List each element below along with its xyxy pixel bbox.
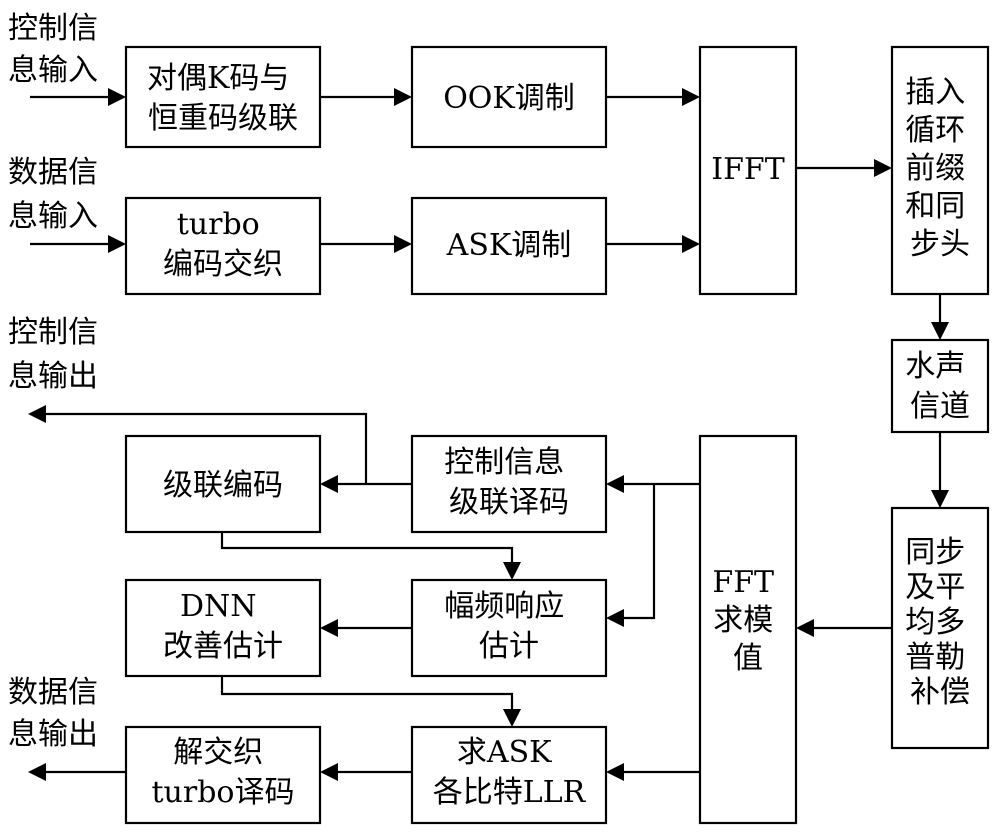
- arrowhead: [394, 88, 412, 106]
- turbo-interleave-line-1: turbo: [177, 207, 260, 242]
- freq-resp-est-block: [410, 578, 608, 678]
- ctrl-input-label: 控制信 息输入: [8, 11, 108, 88]
- turbo-interleave-text: turbo 编码交织: [163, 207, 283, 282]
- arrowhead: [28, 763, 46, 781]
- deint-turbo-decode-block: [124, 725, 322, 825]
- ask-llr-line-2: 各比特LLR: [433, 775, 587, 810]
- sync-doppler-line-3: 均多: [905, 605, 965, 640]
- dual-k-concat-line-2: 恒重码级联: [148, 101, 298, 136]
- dual-k-concat-text: 对偶K码与 恒重码级联: [147, 61, 299, 136]
- fft-modulus-line-3: 值: [733, 641, 763, 676]
- dnn-improve-line-1: DNN: [180, 589, 257, 624]
- arrowhead: [503, 562, 521, 580]
- sync-doppler-line-5: 补偿: [910, 675, 970, 710]
- arrowhead: [320, 475, 338, 493]
- ask-mod-block: [410, 196, 608, 296]
- arrowhead: [28, 405, 46, 423]
- sync-doppler-line-1: 同步: [905, 535, 965, 570]
- ook-mod-text: OOK调制: [443, 81, 575, 116]
- ctrl-output-line-2: 息输出: [8, 359, 98, 394]
- dnn-improve-line-2: 改善估计: [163, 629, 283, 664]
- underwater-channel-line-1: 水声: [905, 349, 965, 384]
- freq-resp-est-text: 幅频响应 估计: [444, 589, 574, 664]
- fft-modulus-line-1: FFT: [712, 565, 774, 600]
- data-input-line-2: 息输入: [8, 199, 98, 234]
- arrowhead: [606, 609, 624, 627]
- sync-doppler-line-4: 普勒: [905, 640, 965, 675]
- underwater-channel-text: 水声 信道: [905, 349, 975, 424]
- arrowhead: [320, 619, 338, 637]
- ifft-text: IFFT: [711, 152, 785, 187]
- data-input-line-1: 数据信: [8, 155, 98, 190]
- ifft-block: [698, 45, 798, 296]
- insert-cp-sync-line-3: 前缀: [905, 151, 965, 186]
- ctrl-output-line-1: 控制信: [8, 315, 98, 350]
- concat-encode-text: 级联编码: [163, 468, 283, 503]
- ook-mod-line-1: OOK调制: [443, 81, 575, 116]
- wire-dnn-to-ask-llr: [220, 676, 514, 711]
- insert-cp-sync-line-5: 步头: [910, 227, 970, 262]
- sync-doppler-line-2: 及平: [905, 570, 965, 605]
- dual-k-concat-block: [124, 45, 322, 149]
- wire-ctrl-output: [46, 412, 368, 484]
- sync-doppler-text: 同步 及平 均多 普勒 补偿: [905, 535, 975, 710]
- arrowhead: [682, 88, 700, 106]
- ctrl-decode-line-1: 控制信息: [444, 445, 564, 480]
- ctrl-input-line-2: 息输入: [8, 53, 98, 88]
- arrowhead: [796, 619, 814, 637]
- arrowhead: [606, 763, 624, 781]
- ifft-line-1: IFFT: [711, 152, 785, 187]
- ctrl-decode-line-2: 级联译码: [449, 485, 569, 520]
- turbo-interleave-block: [124, 196, 322, 296]
- deint-turbo-decode-line-1: 解交织: [173, 735, 263, 770]
- fft-modulus-text: FFT 求模 值: [712, 565, 783, 676]
- deint-turbo-decode-text: 解交织 turbo译码: [152, 735, 295, 810]
- freq-resp-est-line-1: 幅频响应: [444, 589, 564, 624]
- arrowhead: [320, 763, 338, 781]
- concat-encode-line-1: 级联编码: [163, 468, 283, 503]
- ctrl-decode-text: 控制信息 级联译码: [444, 445, 574, 520]
- arrowhead: [503, 709, 521, 727]
- underwater-channel-line-2: 信道: [910, 389, 970, 424]
- turbo-interleave-line-2: 编码交织: [163, 247, 283, 282]
- freq-resp-est-line-2: 估计: [479, 629, 539, 664]
- arrowhead: [874, 159, 892, 177]
- arrowhead: [606, 475, 624, 493]
- insert-cp-sync-line-4: 和同: [905, 189, 965, 224]
- wire-concat-encode-to-freq-resp: [220, 532, 514, 564]
- data-output-line-1: 数据信: [8, 675, 98, 710]
- ask-mod-text: ASK调制: [446, 228, 572, 263]
- arrowhead: [108, 88, 126, 106]
- arrowhead: [931, 490, 949, 508]
- arrowhead: [682, 235, 700, 253]
- insert-cp-sync-line-2: 循环: [905, 113, 965, 148]
- data-output-line-2: 息输出: [8, 717, 98, 752]
- insert-cp-sync-block: [890, 45, 990, 296]
- insert-cp-sync-text: 插入 循环 前缀 和同 步头: [905, 75, 975, 262]
- wire-fft-to-freq-resp: [622, 484, 656, 620]
- arrowhead: [394, 235, 412, 253]
- dnn-improve-text: DNN 改善估计: [163, 589, 283, 664]
- ask-llr-block: [410, 725, 608, 825]
- deint-turbo-decode-line-2: turbo译码: [152, 775, 295, 810]
- ctrl-output-label: 控制信 息输出: [8, 315, 108, 394]
- data-output-label: 数据信 息输出: [8, 675, 108, 752]
- arrowhead: [108, 235, 126, 253]
- insert-cp-sync-line-1: 插入: [905, 75, 965, 110]
- fft-modulus-block: [698, 434, 798, 825]
- fft-modulus-line-2: 求模: [713, 603, 773, 638]
- dual-k-concat-line-1: 对偶K码与: [147, 61, 289, 96]
- ctrl-decode-block: [410, 434, 608, 534]
- ook-mod-block: [410, 45, 608, 149]
- ask-mod-line-1: ASK调制: [446, 228, 572, 263]
- data-input-label: 数据信 息输入: [8, 155, 108, 234]
- arrowhead: [931, 322, 949, 340]
- arrowheads: [28, 88, 949, 781]
- ctrl-input-line-1: 控制信: [8, 11, 98, 46]
- ask-llr-line-1: 求ASK: [457, 735, 552, 770]
- connections: [30, 95, 942, 774]
- ask-llr-text: 求ASK 各比特LLR: [433, 735, 587, 810]
